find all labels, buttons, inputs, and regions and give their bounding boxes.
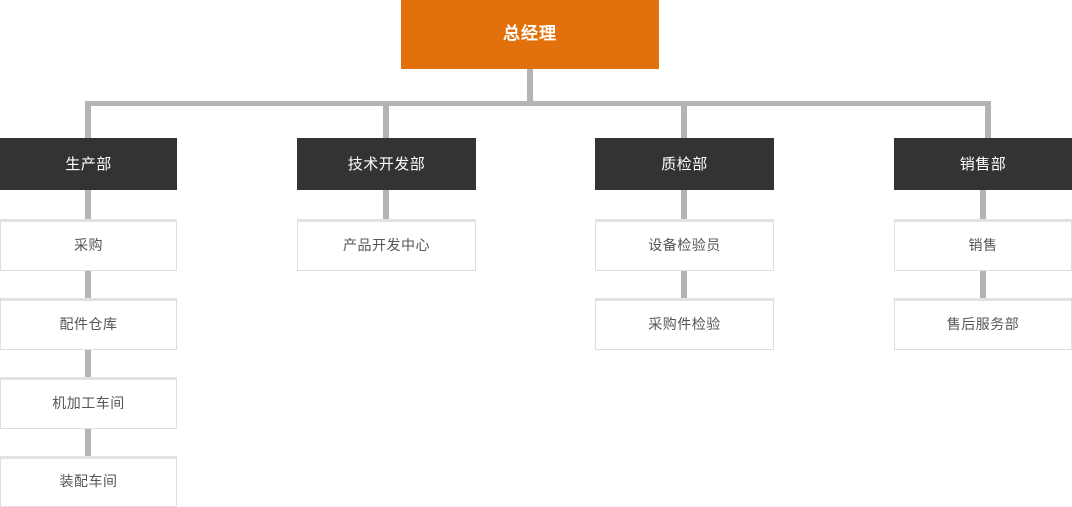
node-label: 总经理 [503, 24, 557, 45]
node-label: 设备检验员 [648, 237, 721, 254]
connector-col2-seg1 [383, 190, 389, 220]
node-label: 产品开发中心 [343, 237, 430, 254]
connector-drop-dept-4 [985, 101, 991, 139]
node-unit-assembly-workshop[interactable]: 装配车间 [0, 456, 177, 507]
node-label: 销售部 [959, 155, 1007, 173]
connector-col4-seg1 [980, 190, 986, 220]
connector-col1-seg4 [85, 429, 91, 457]
connector-col1-seg1 [85, 190, 91, 220]
connector-col1-seg2 [85, 271, 91, 299]
connector-col4-seg2 [980, 271, 986, 299]
node-unit-sales[interactable]: 销售 [894, 219, 1072, 271]
connector-col1-seg3 [85, 350, 91, 378]
node-unit-machining-workshop[interactable]: 机加工车间 [0, 377, 177, 429]
node-label: 采购件检验 [648, 316, 721, 333]
node-department-quality-inspection[interactable]: 质检部 [595, 138, 774, 190]
node-unit-parts-warehouse[interactable]: 配件仓库 [0, 298, 177, 350]
node-label: 质检部 [661, 155, 708, 173]
node-department-technology-development[interactable]: 技术开发部 [297, 138, 476, 190]
node-department-sales[interactable]: 销售部 [894, 138, 1072, 190]
node-department-production[interactable]: 生产部 [0, 138, 177, 190]
node-unit-procurement[interactable]: 采购 [0, 219, 177, 271]
node-root-general-manager[interactable]: 总经理 [401, 0, 659, 69]
node-unit-purchased-parts-inspection[interactable]: 采购件检验 [595, 298, 774, 350]
node-label: 机加工车间 [52, 395, 125, 412]
node-unit-equipment-inspector[interactable]: 设备检验员 [595, 219, 774, 271]
connector-drop-dept-3 [681, 101, 687, 139]
node-unit-product-development-center[interactable]: 产品开发中心 [297, 219, 476, 271]
connector-horizontal-bus [85, 101, 991, 106]
node-label: 售后服务部 [946, 316, 1020, 333]
connector-drop-dept-1 [85, 101, 91, 139]
connector-col3-seg2 [681, 271, 687, 299]
node-label: 装配车间 [59, 474, 118, 491]
connector-root-stem [527, 69, 533, 102]
node-label: 销售 [968, 237, 998, 254]
node-label: 生产部 [65, 155, 112, 173]
connector-col3-seg1 [681, 190, 687, 220]
node-label: 配件仓库 [59, 316, 118, 333]
connector-drop-dept-2 [383, 101, 389, 139]
node-label: 技术开发部 [347, 155, 426, 173]
node-unit-after-sales-service[interactable]: 售后服务部 [894, 298, 1072, 350]
node-label: 采购 [74, 237, 103, 254]
